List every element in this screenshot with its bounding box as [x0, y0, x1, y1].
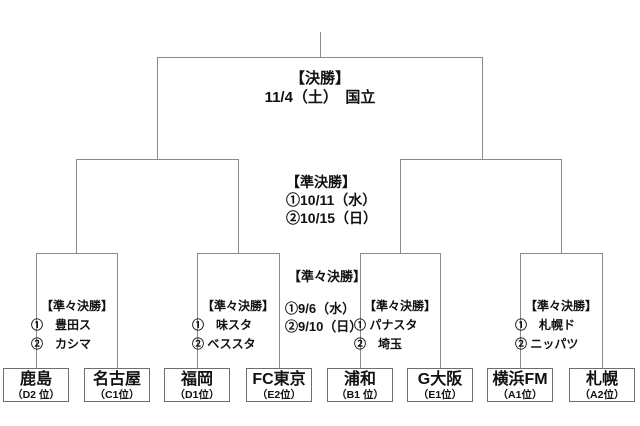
quarterfinal-tie-venue-1: ① パナスタ — [354, 318, 418, 332]
quarterfinal-horizontal-line — [360, 253, 441, 254]
quarterfinal-tie-heading: 【準々決勝】 — [201, 299, 274, 313]
quarterfinal-tie-2-label: 【準々決勝】 ① 味スタ ② ベススタ — [186, 297, 290, 354]
quarterfinal-horizontal-line — [36, 253, 118, 254]
quarterfinal-tie-venue-1: ① 味スタ — [192, 318, 253, 332]
team-seed: （C1位） — [94, 389, 140, 401]
team-seed: （B1 位） — [336, 389, 384, 401]
team-box-fukuoka: 福岡 （D1位） — [164, 368, 230, 402]
team-box-sapporo: 札幌 （A2位） — [569, 368, 635, 402]
quarterfinal-horizontal-line — [520, 253, 603, 254]
team-connector-line — [36, 253, 37, 368]
quarterfinal-tie-4-label: 【準々決勝】 ① 札幌ド ② ニッパツ — [509, 297, 613, 354]
semifinal-connector-line — [561, 159, 562, 253]
team-connector-line — [440, 253, 441, 368]
team-box-kashima: 鹿島 （D2 位） — [3, 368, 69, 402]
team-connector-line — [279, 253, 280, 368]
champion-stub-line — [320, 32, 321, 57]
semifinal-connector-line — [76, 159, 77, 253]
team-seed: （E2位） — [256, 389, 302, 401]
final-schedule: 11/4（土） 国立 — [264, 89, 376, 106]
semifinal-leg1-date: ①10/11（水） — [286, 192, 377, 208]
team-box-nagoya: 名古屋 （C1位） — [84, 368, 150, 402]
quarterfinal-tie-venue-2: ② ベススタ — [192, 337, 256, 351]
quarterfinal-tie-venue-2: ② 埼玉 — [354, 337, 403, 351]
quarterfinal-tie-heading: 【準々決勝】 — [363, 299, 436, 313]
semifinal-leg2-date: ②10/15（日） — [286, 210, 378, 226]
final-label: 【決勝】 11/4（土） 国立 — [225, 69, 415, 107]
team-name: 鹿島 — [19, 371, 52, 388]
quarterfinal-dates: ①9/6（水） ②9/10（日） — [285, 300, 362, 336]
team-connector-line — [360, 253, 361, 368]
team-box-g-osaka: G大阪 （E1位） — [407, 368, 473, 402]
team-seed: （A2位） — [579, 389, 625, 401]
semifinal-heading: 【準決勝】 — [286, 174, 356, 190]
semifinal-left-horizontal-line — [76, 159, 239, 160]
semifinal-right-horizontal-line — [400, 159, 562, 160]
quarterfinal-tie-1-label: 【準々決勝】 ① 豊田ス ② カシマ — [25, 297, 129, 354]
team-box-yokohama-fm: 横浜FM （A1位） — [487, 368, 553, 402]
quarterfinal-tie-venue-1: ① 豊田ス — [31, 318, 92, 332]
final-left-connector-line — [157, 57, 158, 159]
quarterfinal-tie-venue-2: ② カシマ — [31, 337, 92, 351]
team-name: G大阪 — [417, 371, 463, 388]
team-box-urawa: 浦和 （B1 位） — [327, 368, 393, 402]
team-seed: （A1位） — [497, 389, 543, 401]
team-name: FC東京 — [252, 371, 306, 388]
team-box-fc-tokyo: FC東京 （E2位） — [246, 368, 312, 402]
team-seed: （E1位） — [417, 389, 463, 401]
team-name: 札幌 — [585, 371, 618, 388]
team-name: 浦和 — [343, 371, 376, 388]
quarterfinal-horizontal-line — [197, 253, 280, 254]
team-name: 名古屋 — [92, 371, 141, 388]
semifinal-connector-line — [400, 159, 401, 253]
quarterfinal-tie-venue-1: ① 札幌ド — [515, 318, 576, 332]
team-name: 福岡 — [180, 371, 213, 388]
quarterfinal-leg1-date: ①9/6（水） — [285, 301, 356, 316]
quarterfinal-heading: 【準々決勝】 — [288, 269, 367, 284]
quarterfinal-tie-heading: 【準々決勝】 — [524, 299, 597, 313]
quarterfinal-tie-heading: 【準々決勝】 — [40, 299, 113, 313]
final-horizontal-line — [157, 57, 483, 58]
final-heading: 【決勝】 — [289, 70, 350, 87]
semifinal-label: 【準決勝】 ①10/11（水） ②10/15（日） — [286, 173, 377, 227]
semifinal-connector-line — [238, 159, 239, 253]
team-connector-line — [117, 253, 118, 368]
team-seed: （D1位） — [174, 389, 220, 401]
team-seed: （D2 位） — [12, 389, 60, 401]
team-connector-line — [602, 253, 603, 368]
team-connector-line — [520, 253, 521, 368]
final-right-connector-line — [482, 57, 483, 159]
quarterfinal-tie-venue-2: ② ニッパツ — [515, 337, 579, 351]
quarterfinal-tie-3-label: 【準々決勝】 ① パナスタ ② 埼玉 — [348, 297, 452, 354]
team-name: 横浜FM — [492, 371, 548, 388]
team-connector-line — [197, 253, 198, 368]
quarterfinal-leg2-date: ②9/10（日） — [285, 319, 363, 334]
